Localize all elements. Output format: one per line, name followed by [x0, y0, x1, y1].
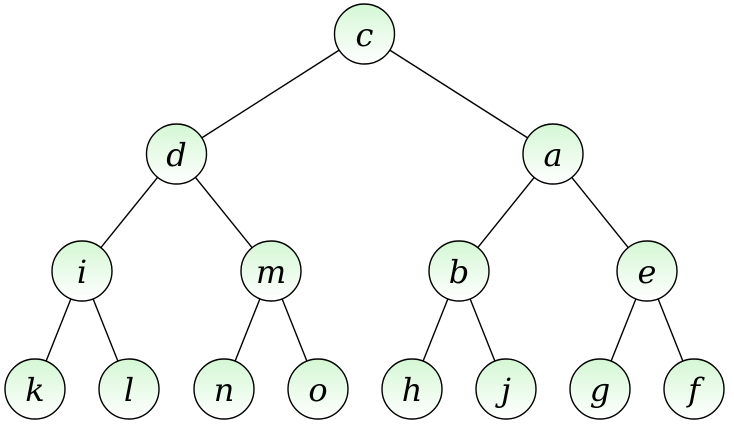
edge-e-g [610, 298, 637, 362]
node-circle [381, 358, 443, 420]
node-circle [193, 358, 255, 420]
node-label: k [25, 371, 44, 409]
edge-c-a [389, 49, 529, 139]
tree-node-l: l [98, 358, 160, 420]
edge-b-j [469, 298, 496, 362]
node-label: b [449, 253, 469, 291]
edge-m-o [281, 298, 308, 362]
tree-node-g: g [569, 358, 631, 420]
tree-node-a: a [522, 123, 584, 185]
tree-node-c: c [333, 3, 396, 65]
tree-node-d: d [145, 123, 208, 185]
node-circle [240, 240, 302, 302]
node-label: n [214, 371, 235, 409]
edge-a-e [571, 176, 629, 249]
node-circle [616, 240, 678, 302]
node-label: m [256, 253, 286, 291]
node-label: h [402, 371, 423, 409]
node-circle [51, 240, 113, 302]
node-label: e [638, 253, 657, 291]
node-label: a [543, 136, 562, 174]
node-circle [475, 358, 537, 420]
tree-node-n: n [193, 358, 255, 420]
edge-i-k [45, 298, 72, 362]
tree-node-h: h [381, 358, 443, 420]
node-label: c [356, 16, 374, 54]
tree-node-j: j [475, 358, 537, 420]
node-circle [333, 3, 396, 65]
node-label: i [77, 253, 87, 291]
edge-d-i [100, 176, 159, 249]
node-circle [145, 123, 208, 185]
node-circle [663, 358, 725, 420]
tree-node-o: o [287, 358, 349, 420]
tree-node-f: f [663, 358, 725, 420]
node-label: l [124, 371, 134, 409]
node-circle [522, 123, 584, 185]
node-label: d [166, 136, 186, 174]
tree-node-k: k [4, 358, 66, 420]
node-circle [569, 358, 631, 420]
edge-a-b [477, 176, 535, 249]
node-circle [4, 358, 66, 420]
node-label: o [308, 371, 327, 409]
edge-c-d [201, 49, 340, 139]
edge-b-h [422, 298, 449, 362]
tree-node-e: e [616, 240, 678, 302]
node-circle [428, 240, 490, 302]
node-circle [98, 358, 160, 420]
edge-i-l [92, 298, 119, 362]
tree-node-b: b [428, 240, 490, 302]
node-label: g [590, 371, 610, 409]
edge-m-n [234, 298, 261, 362]
edge-e-f [657, 298, 684, 362]
tree-node-i: i [51, 240, 113, 302]
edge-d-m [194, 176, 253, 249]
node-circle [287, 358, 349, 420]
tree-node-m: m [240, 240, 302, 302]
